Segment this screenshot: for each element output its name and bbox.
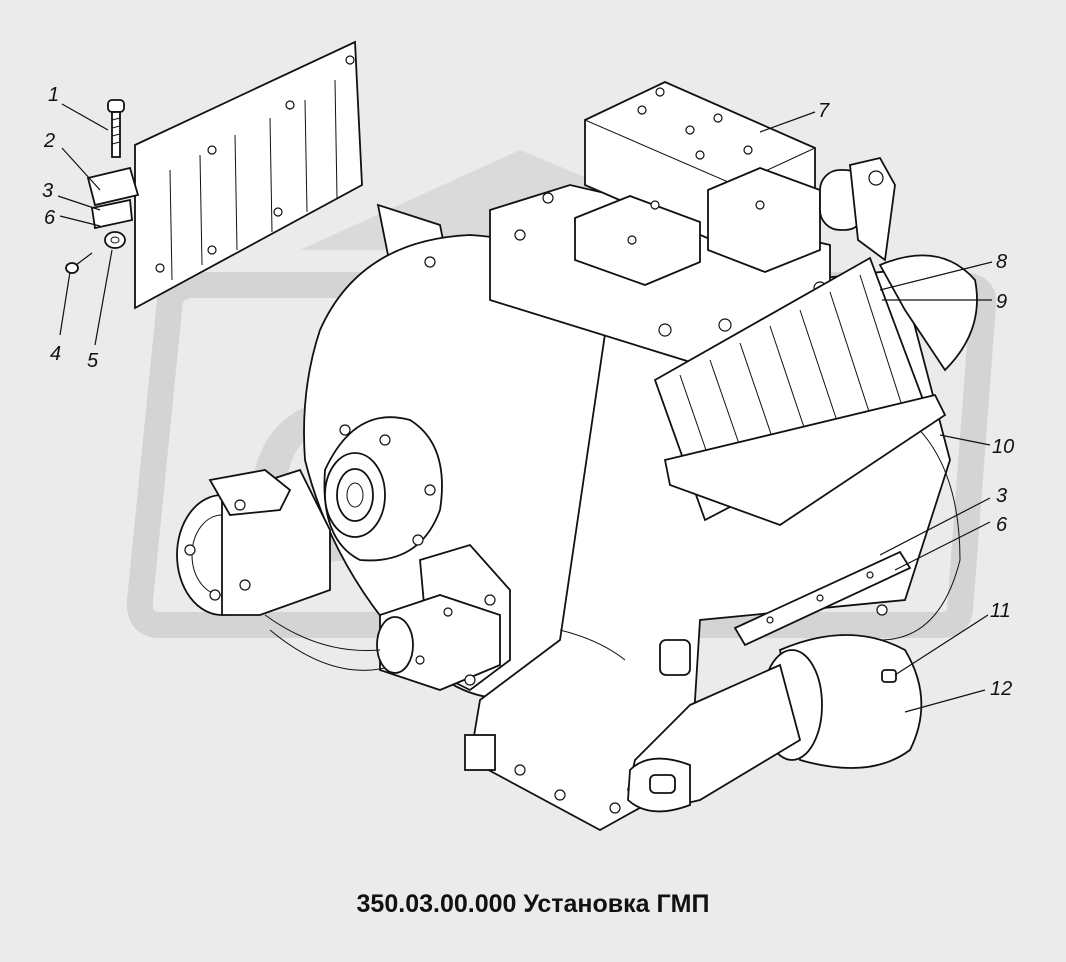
callout-6-left: 6 xyxy=(44,207,56,229)
bolt-part-1 xyxy=(107,99,125,158)
callout-12: 12 xyxy=(990,678,1012,700)
callout-11: 11 xyxy=(990,600,1011,622)
washer-part-5 xyxy=(104,231,126,249)
bracket-part-6-right xyxy=(733,550,912,647)
output-shaft-housing xyxy=(627,663,802,813)
bracket-plate xyxy=(134,40,363,310)
diagram-caption: 350.03.00.000 Установка ГМП xyxy=(356,890,710,918)
callout-7: 7 xyxy=(818,100,830,122)
callout-3-left: 3 xyxy=(42,180,53,202)
callout-1: 1 xyxy=(48,84,59,106)
callout-8: 8 xyxy=(996,251,1007,273)
callout-4: 4 xyxy=(50,343,61,365)
callout-6-right: 6 xyxy=(996,514,1008,536)
gear-pump-center xyxy=(376,543,511,692)
screw-part-4 xyxy=(65,252,93,274)
input-flange xyxy=(323,416,443,562)
oil-cooler xyxy=(653,254,978,527)
callout-10: 10 xyxy=(992,436,1014,458)
piping xyxy=(264,614,626,671)
callout-3-right: 3 xyxy=(996,485,1007,507)
control-valve-block xyxy=(489,81,896,366)
leader-lines xyxy=(57,103,993,713)
hydraulic-pump-left xyxy=(176,468,331,616)
callout-5: 5 xyxy=(87,350,99,372)
callout-9: 9 xyxy=(996,291,1007,313)
bracket-part-2 xyxy=(86,166,140,230)
callout-labels: 1 2 3 6 4 5 7 8 9 10 3 6 11 12 xyxy=(42,84,1014,700)
callout-2: 2 xyxy=(43,130,55,152)
